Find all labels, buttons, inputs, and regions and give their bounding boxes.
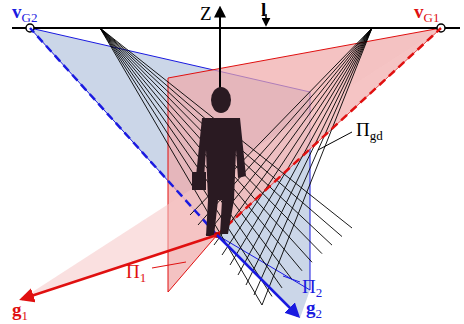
plane-1	[168, 28, 441, 292]
leader-line	[318, 132, 352, 150]
grid-line	[100, 28, 302, 271]
math-label: l	[261, 0, 266, 19]
math-label: vG2	[12, 2, 37, 24]
axis-g1	[22, 235, 217, 299]
grid-line	[230, 28, 372, 265]
grid-line	[238, 28, 372, 275]
math-label: g2	[306, 298, 322, 320]
math-label: Z	[200, 4, 212, 23]
grid-line	[100, 28, 282, 288]
math-label: Π2	[302, 277, 322, 299]
math-label: Πgd	[356, 120, 383, 142]
math-label: Π1	[126, 262, 146, 284]
horizon-line	[12, 27, 460, 29]
axis-g2	[217, 235, 298, 316]
grid-line	[100, 28, 322, 254]
grid-line	[100, 28, 312, 262]
grid-line	[100, 28, 332, 245]
leader-line	[152, 262, 186, 268]
grid-line	[246, 28, 372, 285]
leader-line	[283, 276, 300, 282]
grid-line	[100, 28, 262, 305]
grid-line	[262, 28, 372, 305]
dashed-line	[217, 28, 441, 235]
grid-line	[100, 28, 272, 296]
math-label: vG1	[414, 2, 439, 24]
grid-line	[222, 28, 372, 255]
math-label: g1	[12, 300, 28, 322]
plane-1-fill	[20, 28, 441, 300]
ground-grid	[100, 28, 372, 305]
dashed-line	[30, 28, 217, 235]
grid-line	[254, 28, 372, 295]
person-silhouette	[192, 87, 246, 238]
